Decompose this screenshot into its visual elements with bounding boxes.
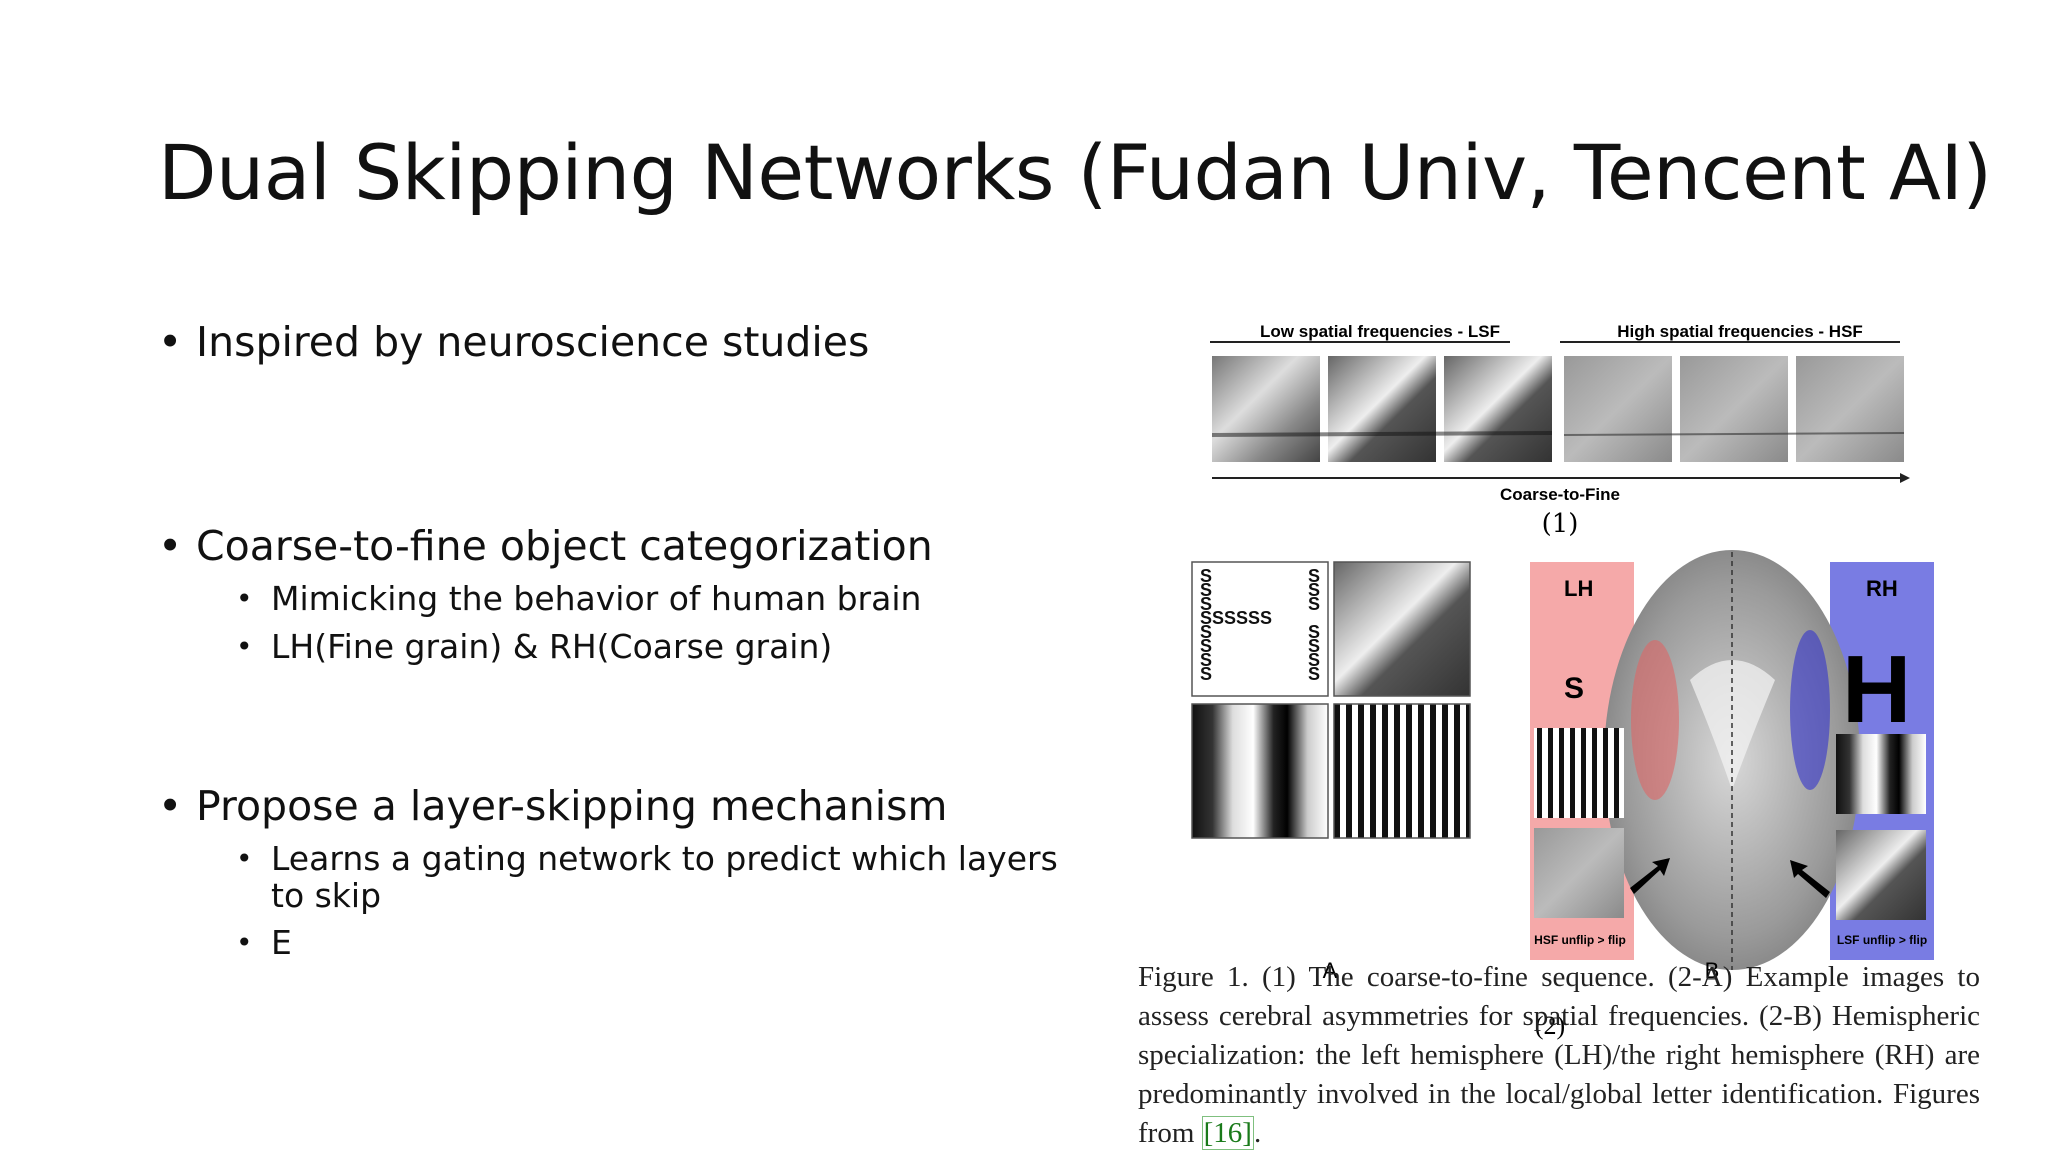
coarse-to-fine-label: Coarse-to-Fine (1500, 485, 1620, 504)
citation-link[interactable]: [16] (1201, 1116, 1254, 1150)
svg-text:S: S (1200, 636, 1212, 656)
bullet-inspired: Inspired by neuroscience studies (158, 316, 869, 368)
lsf-image-2 (1328, 356, 1436, 462)
svg-text:S: S (1200, 566, 1212, 586)
svg-text:S: S (1308, 594, 1320, 614)
svg-text:S: S (1200, 650, 1212, 670)
svg-text:S: S (1308, 650, 1320, 670)
sub-bullet-gating: Learns a gating network to predict which… (236, 840, 1101, 914)
rh-lsf-image (1836, 830, 1926, 920)
svg-text:S: S (1200, 594, 1212, 614)
svg-text:S: S (1200, 580, 1212, 600)
high-frequency-grating (1333, 703, 1471, 839)
panel-2-label: (2) (1535, 1011, 1565, 1040)
panel-1-label: (1) (1542, 509, 1579, 539)
svg-text:S: S (1308, 636, 1320, 656)
slide-title: Dual Skipping Networks (Fudan Univ, Tenc… (158, 128, 1992, 217)
beach-umbrella-image (1333, 561, 1471, 697)
bullet-layer-skipping: Propose a layer-skipping mechanism (158, 780, 947, 832)
hsf-image-2 (1680, 356, 1788, 462)
figure-caption: Figure 1. (1) The coarse-to-fine sequenc… (1138, 961, 1980, 1150)
caption-text: Figure 1. (1) The coarse-to-fine sequenc… (1138, 961, 1980, 1149)
hsf-note: HSF unflip > flip (1534, 933, 1626, 947)
rh-arrow-icon (1790, 860, 1830, 898)
sub-bullet-e: E (236, 924, 1131, 961)
sub-bullet-mimicking: Mimicking the behavior of human brain (236, 580, 1131, 617)
sub-bullet-lh-rh: LH(Fine grain) & RH(Coarse grain) (236, 628, 1131, 665)
lh-hsf-image (1534, 828, 1624, 918)
hsf-label: High spatial frequencies - HSF (1617, 322, 1863, 341)
lh-label: LH (1564, 576, 1593, 601)
rh-grating (1836, 734, 1926, 814)
lsf-image-1 (1212, 356, 1320, 462)
svg-text:S: S (1308, 622, 1320, 642)
svg-text:S: S (1200, 664, 1212, 684)
lh-grating (1534, 728, 1624, 818)
local-letter-s: S (1564, 672, 1584, 705)
letter-h-from-s-image (1191, 561, 1329, 697)
lsf-label: Low spatial frequencies - LSF (1260, 322, 1500, 341)
lh-arrow-icon (1630, 858, 1670, 894)
svg-text:S: S (1308, 566, 1320, 586)
svg-text:S: S (1308, 580, 1320, 600)
svg-text:SSSSSS: SSSSSS (1200, 608, 1272, 628)
panel-a-label: A (1323, 958, 1338, 983)
bullet-coarse-to-fine: Coarse-to-fine object categorization (158, 520, 933, 572)
rh-label: RH (1866, 576, 1898, 601)
lsf-note: LSF unflip > flip (1837, 933, 1927, 947)
svg-text:S: S (1200, 622, 1212, 642)
global-letter-h: H (1842, 636, 1911, 743)
panel-b-label: B (1705, 958, 1720, 983)
svg-text:S: S (1308, 664, 1320, 684)
low-frequency-grating (1191, 703, 1329, 839)
neuroscience-figure: Low spatial frequencies - LSF High spati… (1191, 322, 1934, 1040)
lsf-image-3 (1444, 356, 1552, 462)
hsf-image-3 (1796, 356, 1904, 462)
hsf-image-1 (1564, 356, 1672, 462)
